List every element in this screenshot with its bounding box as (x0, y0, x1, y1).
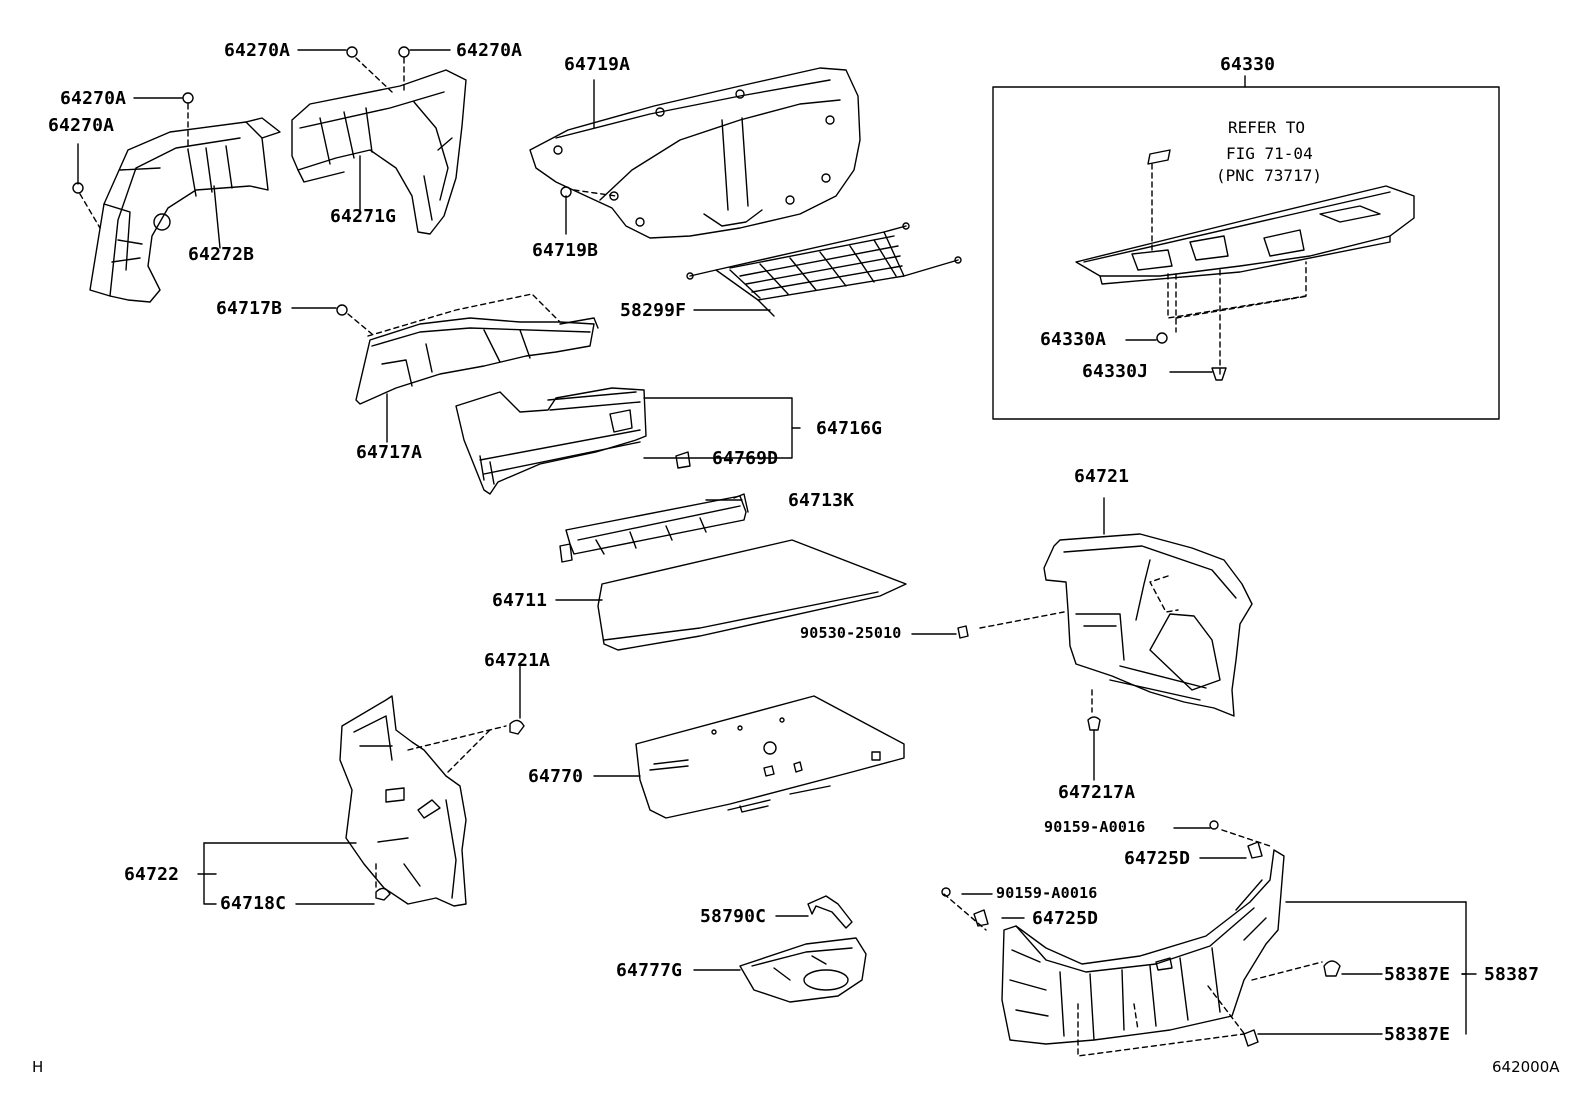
label-64270A-top-left: 64270A (224, 40, 291, 61)
label-90159-A0016-lower: 90159-A0016 (996, 884, 1098, 902)
part-64770-floor-board (635, 695, 905, 819)
label-64270A-left-2: 64270A (48, 115, 115, 136)
part-64270A-clip-4 (398, 46, 410, 58)
label-647217A: 647217A (1058, 782, 1136, 803)
dashed-leaders-64330 (1151, 163, 1309, 377)
part-64270A-clip-3 (346, 46, 358, 58)
label-64330A: 64330A (1040, 329, 1107, 350)
label-58387: 58387 (1484, 964, 1540, 985)
part-58387E-clip-1 (1323, 960, 1341, 977)
label-64270A-top-right: 64270A (456, 40, 523, 61)
part-90159-bolt-2 (941, 887, 951, 897)
part-90530-clip (957, 625, 969, 639)
label-64330J: 64330J (1082, 361, 1149, 382)
label-64711: 64711 (492, 590, 548, 611)
part-64769D-clip (675, 451, 691, 469)
part-64330A-clip (1156, 332, 1168, 344)
label-64271G: 64271G (330, 206, 397, 227)
footer-left-mark: H (32, 1058, 44, 1076)
part-64777G-tray (739, 937, 867, 1003)
part-64330J-clip (1211, 367, 1227, 381)
label-58387E-upper: 58387E (1384, 964, 1451, 985)
label-64713K: 64713K (788, 490, 855, 511)
label-64717A: 64717A (356, 442, 423, 463)
label-64717B: 64717B (216, 298, 283, 319)
part-64725D-clip-2 (973, 909, 989, 927)
label-64777G: 64777G (616, 960, 683, 981)
part-58790C-hook (807, 895, 853, 929)
dashed-leaders-64721 (979, 575, 1179, 713)
part-647217A-clip (1087, 716, 1101, 731)
label-64716G: 64716G (816, 418, 883, 439)
label-64770: 64770 (528, 766, 584, 787)
label-58790C: 58790C (700, 906, 767, 927)
label-90530-25010: 90530-25010 (800, 624, 902, 642)
part-64270A-clip-1 (182, 92, 194, 104)
footer-drawing-id: 642000A (1492, 1058, 1560, 1076)
label-64272B: 64272B (188, 244, 255, 265)
part-90159-bolt-1 (1209, 820, 1219, 830)
label-64722: 64722 (124, 864, 180, 885)
label-90159-A0016-upper: 90159-A0016 (1044, 818, 1146, 836)
refer-note-line-3: (PNC 73717) (1216, 166, 1322, 185)
dashed-leaders-top (79, 57, 617, 337)
part-64271G-trim (291, 69, 467, 235)
part-64719A-trunk-lid-trim (529, 67, 861, 239)
label-64721A: 64721A (484, 650, 551, 671)
part-58387-rear-trim (1001, 849, 1285, 1045)
part-64717B-clip (336, 304, 348, 316)
part-58387E-clip-2 (1243, 1029, 1259, 1047)
label-64270A-left-1: 64270A (60, 88, 127, 109)
label-58299F: 58299F (620, 300, 687, 321)
part-64711-floor-mat (597, 539, 907, 651)
dashed-leaders-64722 (375, 725, 507, 891)
part-64718C-clip (375, 887, 391, 901)
part-64725D-clip-1 (1247, 841, 1263, 859)
label-64725D-upper: 64725D (1124, 848, 1191, 869)
part-64717A-trim (355, 317, 599, 405)
part-64721A-clip (509, 719, 525, 735)
part-64716G-trim (455, 387, 647, 495)
part-64272B-quarter-trim (89, 117, 281, 303)
dashed-leaders-58387 (943, 829, 1323, 1057)
part-64722-side-trim (339, 695, 467, 907)
part-64721-side-trim (1043, 533, 1253, 717)
part-64713K-bracket (559, 493, 749, 563)
label-64719B: 64719B (532, 240, 599, 261)
refer-note-line-2: FIG 71-04 (1226, 144, 1313, 163)
leader-lines (77, 49, 1477, 1035)
part-64330-package-tray (1075, 149, 1415, 285)
label-64725D-lower: 64725D (1032, 908, 1099, 929)
label-58387E-lower: 58387E (1384, 1024, 1451, 1045)
part-58299F-cargo-net (686, 222, 962, 317)
label-64719A: 64719A (564, 54, 631, 75)
inset-box-64330 (992, 86, 1500, 420)
label-64330: 64330 (1220, 54, 1276, 75)
label-64769D: 64769D (712, 448, 779, 469)
refer-note-line-1: REFER TO (1228, 118, 1306, 137)
label-64721: 64721 (1074, 466, 1130, 487)
label-64718C: 64718C (220, 893, 287, 914)
